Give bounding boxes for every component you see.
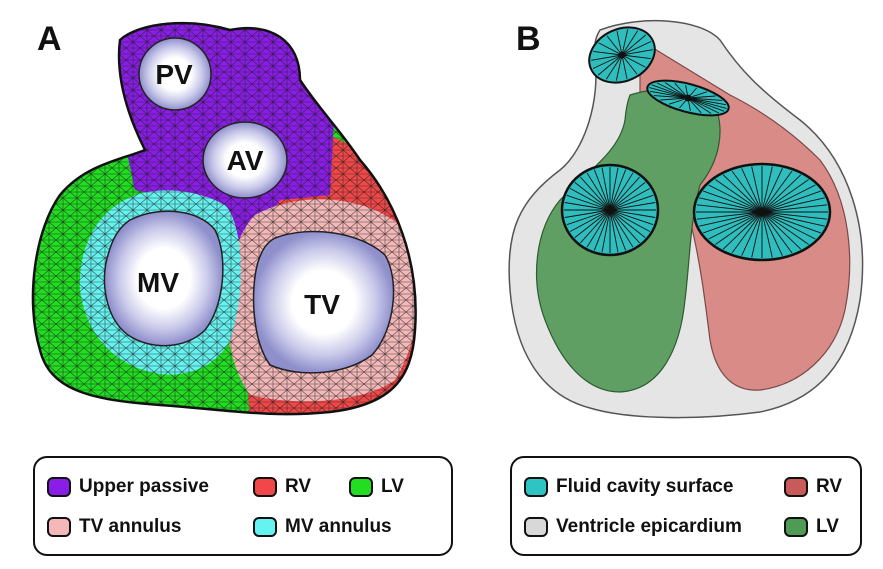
legend-item-tv-annulus: TV annulus (47, 516, 181, 538)
pv-label: PV (155, 59, 193, 90)
tv-valve-disc (252, 230, 395, 374)
upper-passive-swatch (47, 477, 71, 497)
rv-b-swatch (784, 477, 808, 497)
heart-mesh-model: PV AV MV TV (31, 21, 417, 416)
legend-item-epicardium: Ventricle epicardium (524, 516, 742, 538)
legend-item-upper-passive: Upper passive (47, 476, 209, 498)
mv-valve-disc (103, 210, 224, 347)
legend-item-fluid-cavity: Fluid cavity surface (524, 476, 733, 498)
legend-label: LV (816, 516, 839, 537)
legend-item-lv: LV (349, 476, 404, 498)
lv-swatch (349, 477, 373, 497)
legend-label: RV (816, 476, 843, 497)
tv-annulus-swatch (47, 517, 71, 537)
legend-item-rv: RV (253, 476, 311, 498)
av-valve-disc (202, 121, 288, 199)
fluid-cavity-swatch (524, 477, 548, 497)
legend-panel-b: Fluid cavity surface RV Ventricle epicar… (510, 456, 862, 556)
panel-b-letter: B (516, 20, 541, 58)
legend-label: MV annulus (285, 516, 392, 537)
heart-cavity-model (508, 19, 864, 419)
epicardium-swatch (524, 517, 548, 537)
legend-label: TV annulus (79, 516, 182, 537)
legend-label: Upper passive (79, 476, 209, 497)
tv-label: TV (304, 289, 340, 320)
legend-label: RV (285, 476, 312, 497)
rv-swatch (253, 477, 277, 497)
legend-label: LV (381, 476, 404, 497)
legend-label: Ventricle epicardium (556, 516, 742, 537)
mv-annulus-swatch (253, 517, 277, 537)
lv-b-swatch (784, 517, 808, 537)
av-label: AV (227, 145, 264, 176)
legend-item-lv-b: LV (784, 516, 839, 538)
valve-spokes (564, 29, 828, 258)
pv-valve-disc (138, 37, 212, 111)
legend-label: Fluid cavity surface (556, 476, 734, 497)
legend-item-rv-b: RV (784, 476, 842, 498)
legend-panel-a: Upper passive RV LV TV annulus MV annulu… (33, 456, 453, 556)
mv-label: MV (137, 267, 179, 298)
panel-a-letter: A (37, 20, 62, 58)
legend-item-mv-annulus: MV annulus (253, 516, 392, 538)
